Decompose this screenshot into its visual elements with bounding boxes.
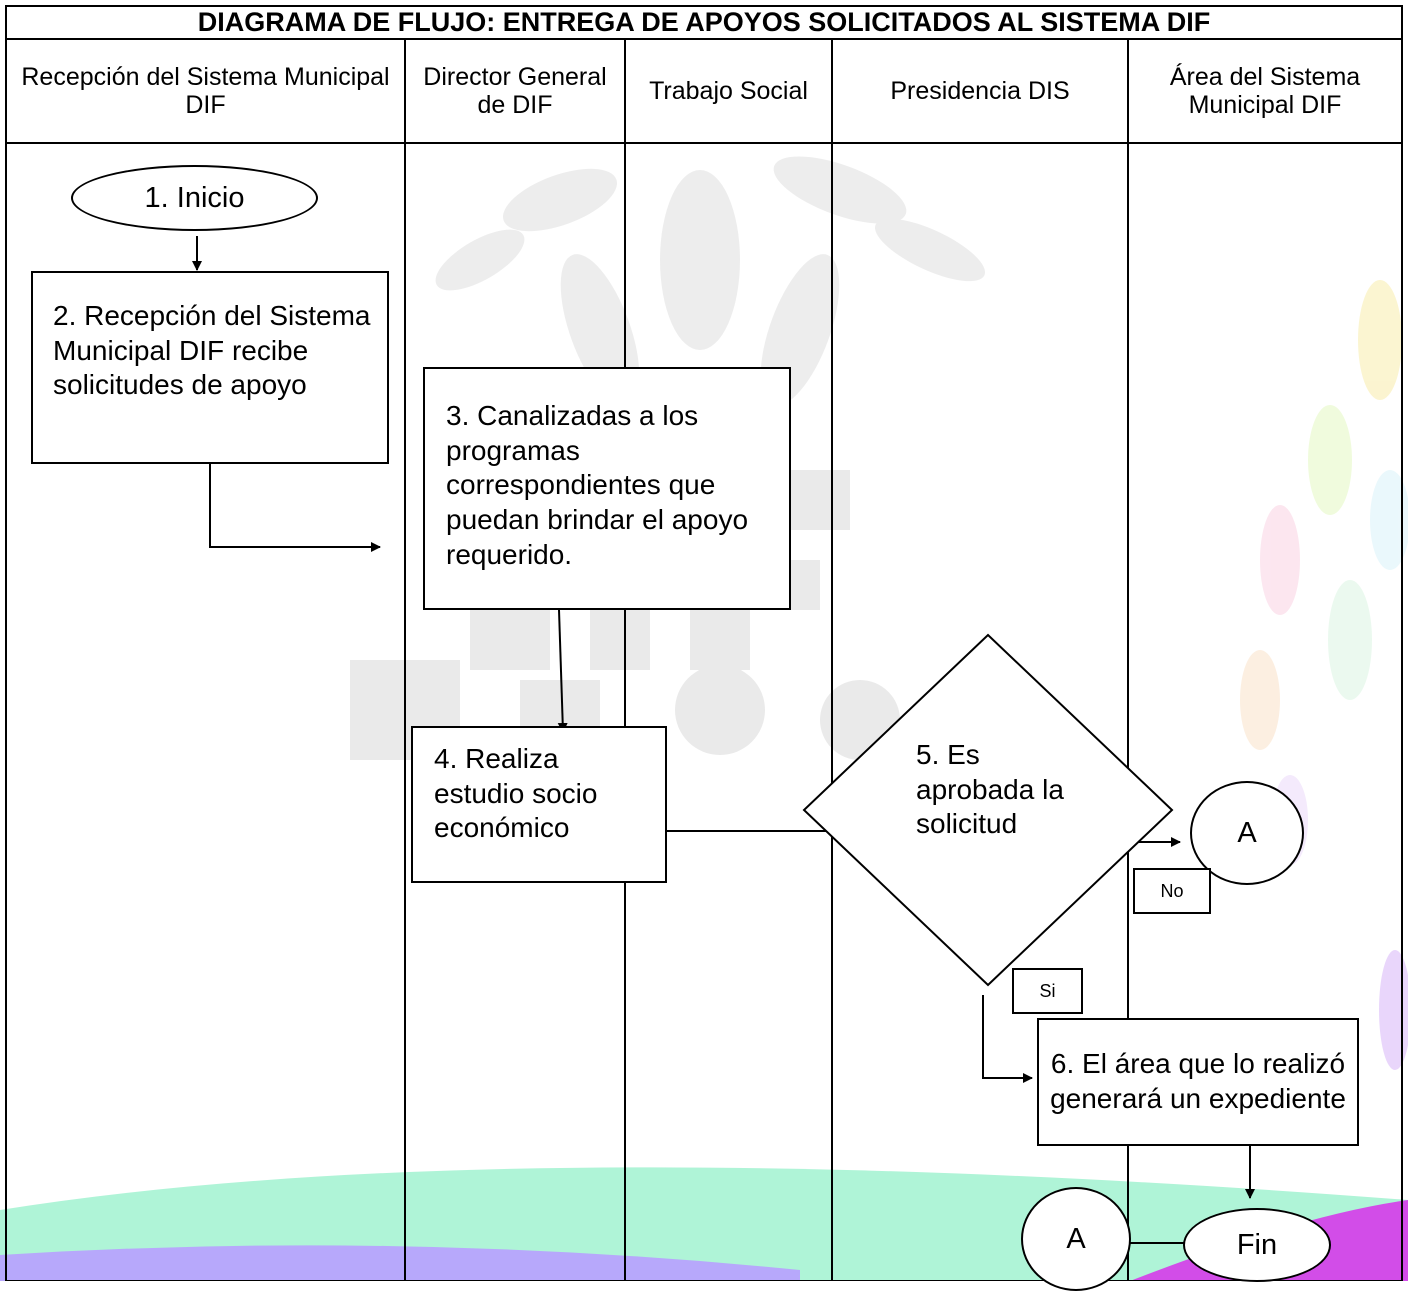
connector-a-right: A	[1190, 781, 1304, 885]
step-5-decision-text: 5. Es aprobada la solicitud	[916, 739, 1064, 840]
diagram-title: DIAGRAMA DE FLUJO: ENTREGA DE APOYOS SOL…	[197, 7, 1211, 37]
step-6-box: 6. El área que lo realizó generará un ex…	[1037, 1018, 1359, 1146]
step-3-box: 3. Canalizadas a los programas correspon…	[423, 367, 791, 610]
connector-a-bottom: A	[1021, 1187, 1131, 1291]
lane-header-presidencia: Presidencia DIS	[890, 76, 1070, 105]
lane-header-director: Director General de DIF	[423, 62, 607, 120]
step-2-box: 2. Recepción del Sistema Municipal DIF r…	[31, 271, 389, 464]
lane-header-area: Área del Sistema Municipal DIF	[1169, 62, 1361, 120]
start-terminal: 1. Inicio	[71, 165, 318, 231]
step-4-box: 4. Realiza estudio socio económico	[411, 726, 667, 883]
end-terminal: Fin	[1183, 1208, 1331, 1282]
lane-header-trabajo-social: Trabajo Social	[649, 76, 808, 105]
lane-header-recepcion: Recepción del Sistema Municipal DIF	[21, 62, 390, 120]
no-label: No	[1133, 868, 1211, 914]
si-label: Si	[1012, 968, 1083, 1014]
